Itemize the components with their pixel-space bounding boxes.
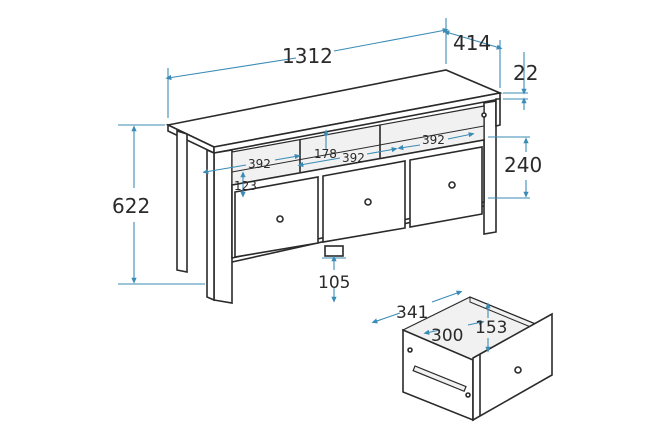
dim-leg-clearance: 123 [234, 179, 257, 193]
knob-left [276, 215, 284, 223]
leg-front-left-side [206, 148, 215, 302]
leg-front-right [483, 100, 497, 235]
dim-drawer-center: 392 [342, 151, 365, 165]
dim-height: 622 [112, 194, 150, 218]
dim-drawer-right: 392 [422, 133, 445, 147]
leg-front-left [213, 149, 233, 304]
dim-shelf-height: 178 [314, 147, 337, 161]
leg-back-left [176, 129, 188, 273]
drawer-left [234, 176, 319, 258]
dim-drawer-left: 392 [248, 157, 271, 171]
drawer-right [409, 146, 483, 228]
dim-width: 1312 [282, 44, 333, 68]
drawer-rail [412, 365, 467, 393]
dim-top-thickness: 22 [513, 61, 538, 85]
center-foot [324, 245, 344, 257]
drawer-knob [514, 366, 522, 374]
knob-right [448, 181, 456, 189]
shelf-screw [481, 112, 487, 118]
dim-base-height: 105 [318, 273, 350, 293]
dim-depth: 414 [453, 31, 491, 55]
dim-drawer-height: 240 [504, 153, 542, 177]
dim-inner-width: 300 [431, 326, 463, 346]
dim-inner-depth: 341 [396, 303, 428, 323]
drawer-front [472, 312, 553, 422]
drawer-center [322, 160, 406, 243]
drawer-detail [401, 296, 553, 422]
knob-center [364, 198, 372, 206]
leg-back-right [495, 98, 501, 128]
dim-inner-height: 153 [475, 318, 507, 338]
cabinet [165, 69, 503, 304]
